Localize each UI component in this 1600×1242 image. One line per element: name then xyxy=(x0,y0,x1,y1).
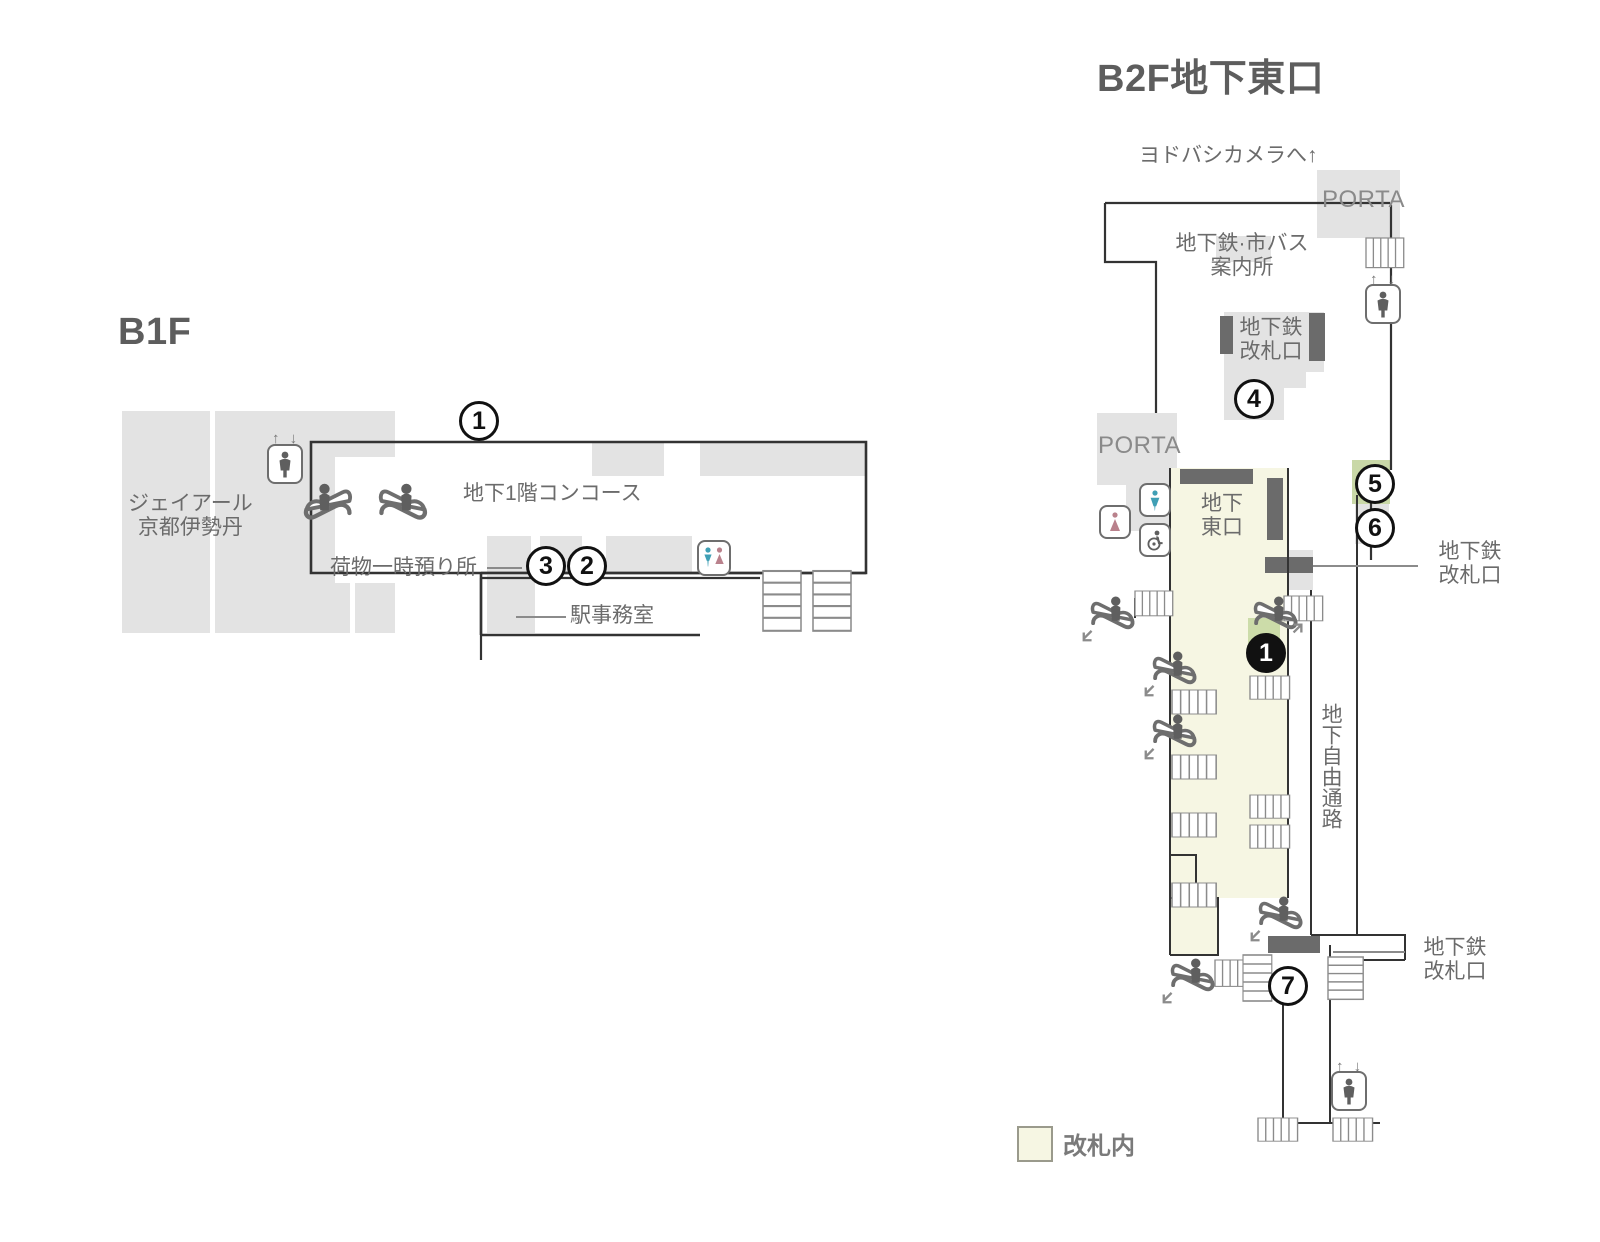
label-subway-gate-top: 地下鉄改札口 xyxy=(1239,316,1303,364)
elevator-icon xyxy=(1365,284,1401,324)
label-to-yodobashi: ヨドバシカメラへ↑ xyxy=(1139,144,1318,167)
b2f-stairs-l2 xyxy=(1171,689,1217,715)
b2f-stairs-r3 xyxy=(1249,794,1291,819)
b1f-plan xyxy=(122,411,868,660)
elevator-icon xyxy=(267,444,303,484)
b2f-stairs-l3 xyxy=(1171,754,1217,780)
b1f-leader-lines xyxy=(487,567,566,618)
b2f-stairs-l4 xyxy=(1171,812,1217,838)
b2f-stairs-bottom-l xyxy=(1257,1117,1299,1142)
b2f-stairs-bottom-r xyxy=(1332,1117,1374,1142)
b1f-office-outline xyxy=(479,576,760,660)
restroom-icon xyxy=(697,540,731,576)
b2f-stairs-porta-elevator xyxy=(1365,237,1405,269)
b2f-leader-lines xyxy=(1313,565,1418,953)
b2f-stairs-l5 xyxy=(1171,882,1217,908)
wheelchair-restroom-icon xyxy=(1139,523,1171,557)
elevator-direction-arrows: ↑ ↓ xyxy=(272,430,301,447)
b2f-plan xyxy=(1082,170,1418,1142)
marker-b1f-3[interactable]: 3 xyxy=(526,546,566,586)
label-porta-mid: PORTA xyxy=(1098,432,1181,459)
b1f-stairs-left xyxy=(761,569,803,632)
label-jr-isetan: ジェイアール京都伊勢丹 xyxy=(128,492,253,540)
b2f-escalator-4 xyxy=(1162,958,1215,1004)
b2f-escalator-2 xyxy=(1144,651,1197,697)
legend-swatch-paid-area xyxy=(1017,1126,1053,1162)
marker-b2f-4[interactable]: 4 xyxy=(1234,379,1274,419)
b1f-escalator-up xyxy=(381,483,425,518)
b1f-stairs-right xyxy=(811,569,853,632)
marker-b2f-7[interactable]: 7 xyxy=(1268,966,1308,1006)
label-underground-east-exit: 地下東口 xyxy=(1201,492,1243,540)
elevator-direction-arrows: ↑ ↓ xyxy=(1370,271,1399,288)
restroom-female-icon xyxy=(1099,505,1131,539)
marker-b2f-5[interactable]: 5 xyxy=(1355,464,1395,504)
b2f-stairs-r2 xyxy=(1249,675,1291,700)
label-b1-concourse: 地下1階コンコース xyxy=(463,482,642,505)
marker-b1f-1[interactable]: 1 xyxy=(459,401,499,441)
legend-label-paid-area: 改札内 xyxy=(1063,1133,1135,1160)
marker-b1f-2[interactable]: 2 xyxy=(567,546,607,586)
marker-b2f-1[interactable]: 1 xyxy=(1246,633,1286,673)
label-porta-top: PORTA xyxy=(1322,186,1405,213)
b2f-escalator-5 xyxy=(1253,596,1303,634)
label-subway-gate-right-upper: 地下鉄改札口 xyxy=(1438,540,1502,588)
b2f-escalator-1 xyxy=(1082,596,1135,642)
label-baggage-storage: 荷物一時預り所 xyxy=(330,556,477,579)
marker-b2f-6[interactable]: 6 xyxy=(1355,508,1395,548)
b2f-escalator-3 xyxy=(1144,714,1197,760)
label-underground-free-passage: 地下自由通路 xyxy=(1319,703,1343,829)
b2f-stairs-r6 xyxy=(1327,956,1364,1001)
elevator-icon xyxy=(1331,1071,1367,1111)
label-subway-bus-info: 地下鉄·市バス案内所 xyxy=(1175,232,1309,280)
b1f-building-blocks xyxy=(122,411,866,633)
b2f-escalator-6 xyxy=(1250,896,1303,942)
b2f-floor-title: B2F地下東口 xyxy=(1097,58,1325,100)
restroom-male-icon xyxy=(1139,483,1171,517)
b1f-floor-title: B1F xyxy=(118,311,192,353)
b2f-stairs-r4 xyxy=(1249,824,1291,849)
b2f-gate-bars xyxy=(1180,313,1325,953)
label-station-office: 駅事務室 xyxy=(570,604,654,627)
b1f-escalator-down xyxy=(306,483,350,518)
label-subway-gate-right-lower: 地下鉄改札口 xyxy=(1423,936,1487,984)
b2f-stairs-l1 xyxy=(1134,590,1174,617)
elevator-direction-arrows: ↑ ↓ xyxy=(1336,1058,1365,1075)
b2f-stairs-r5 xyxy=(1242,954,1273,1002)
